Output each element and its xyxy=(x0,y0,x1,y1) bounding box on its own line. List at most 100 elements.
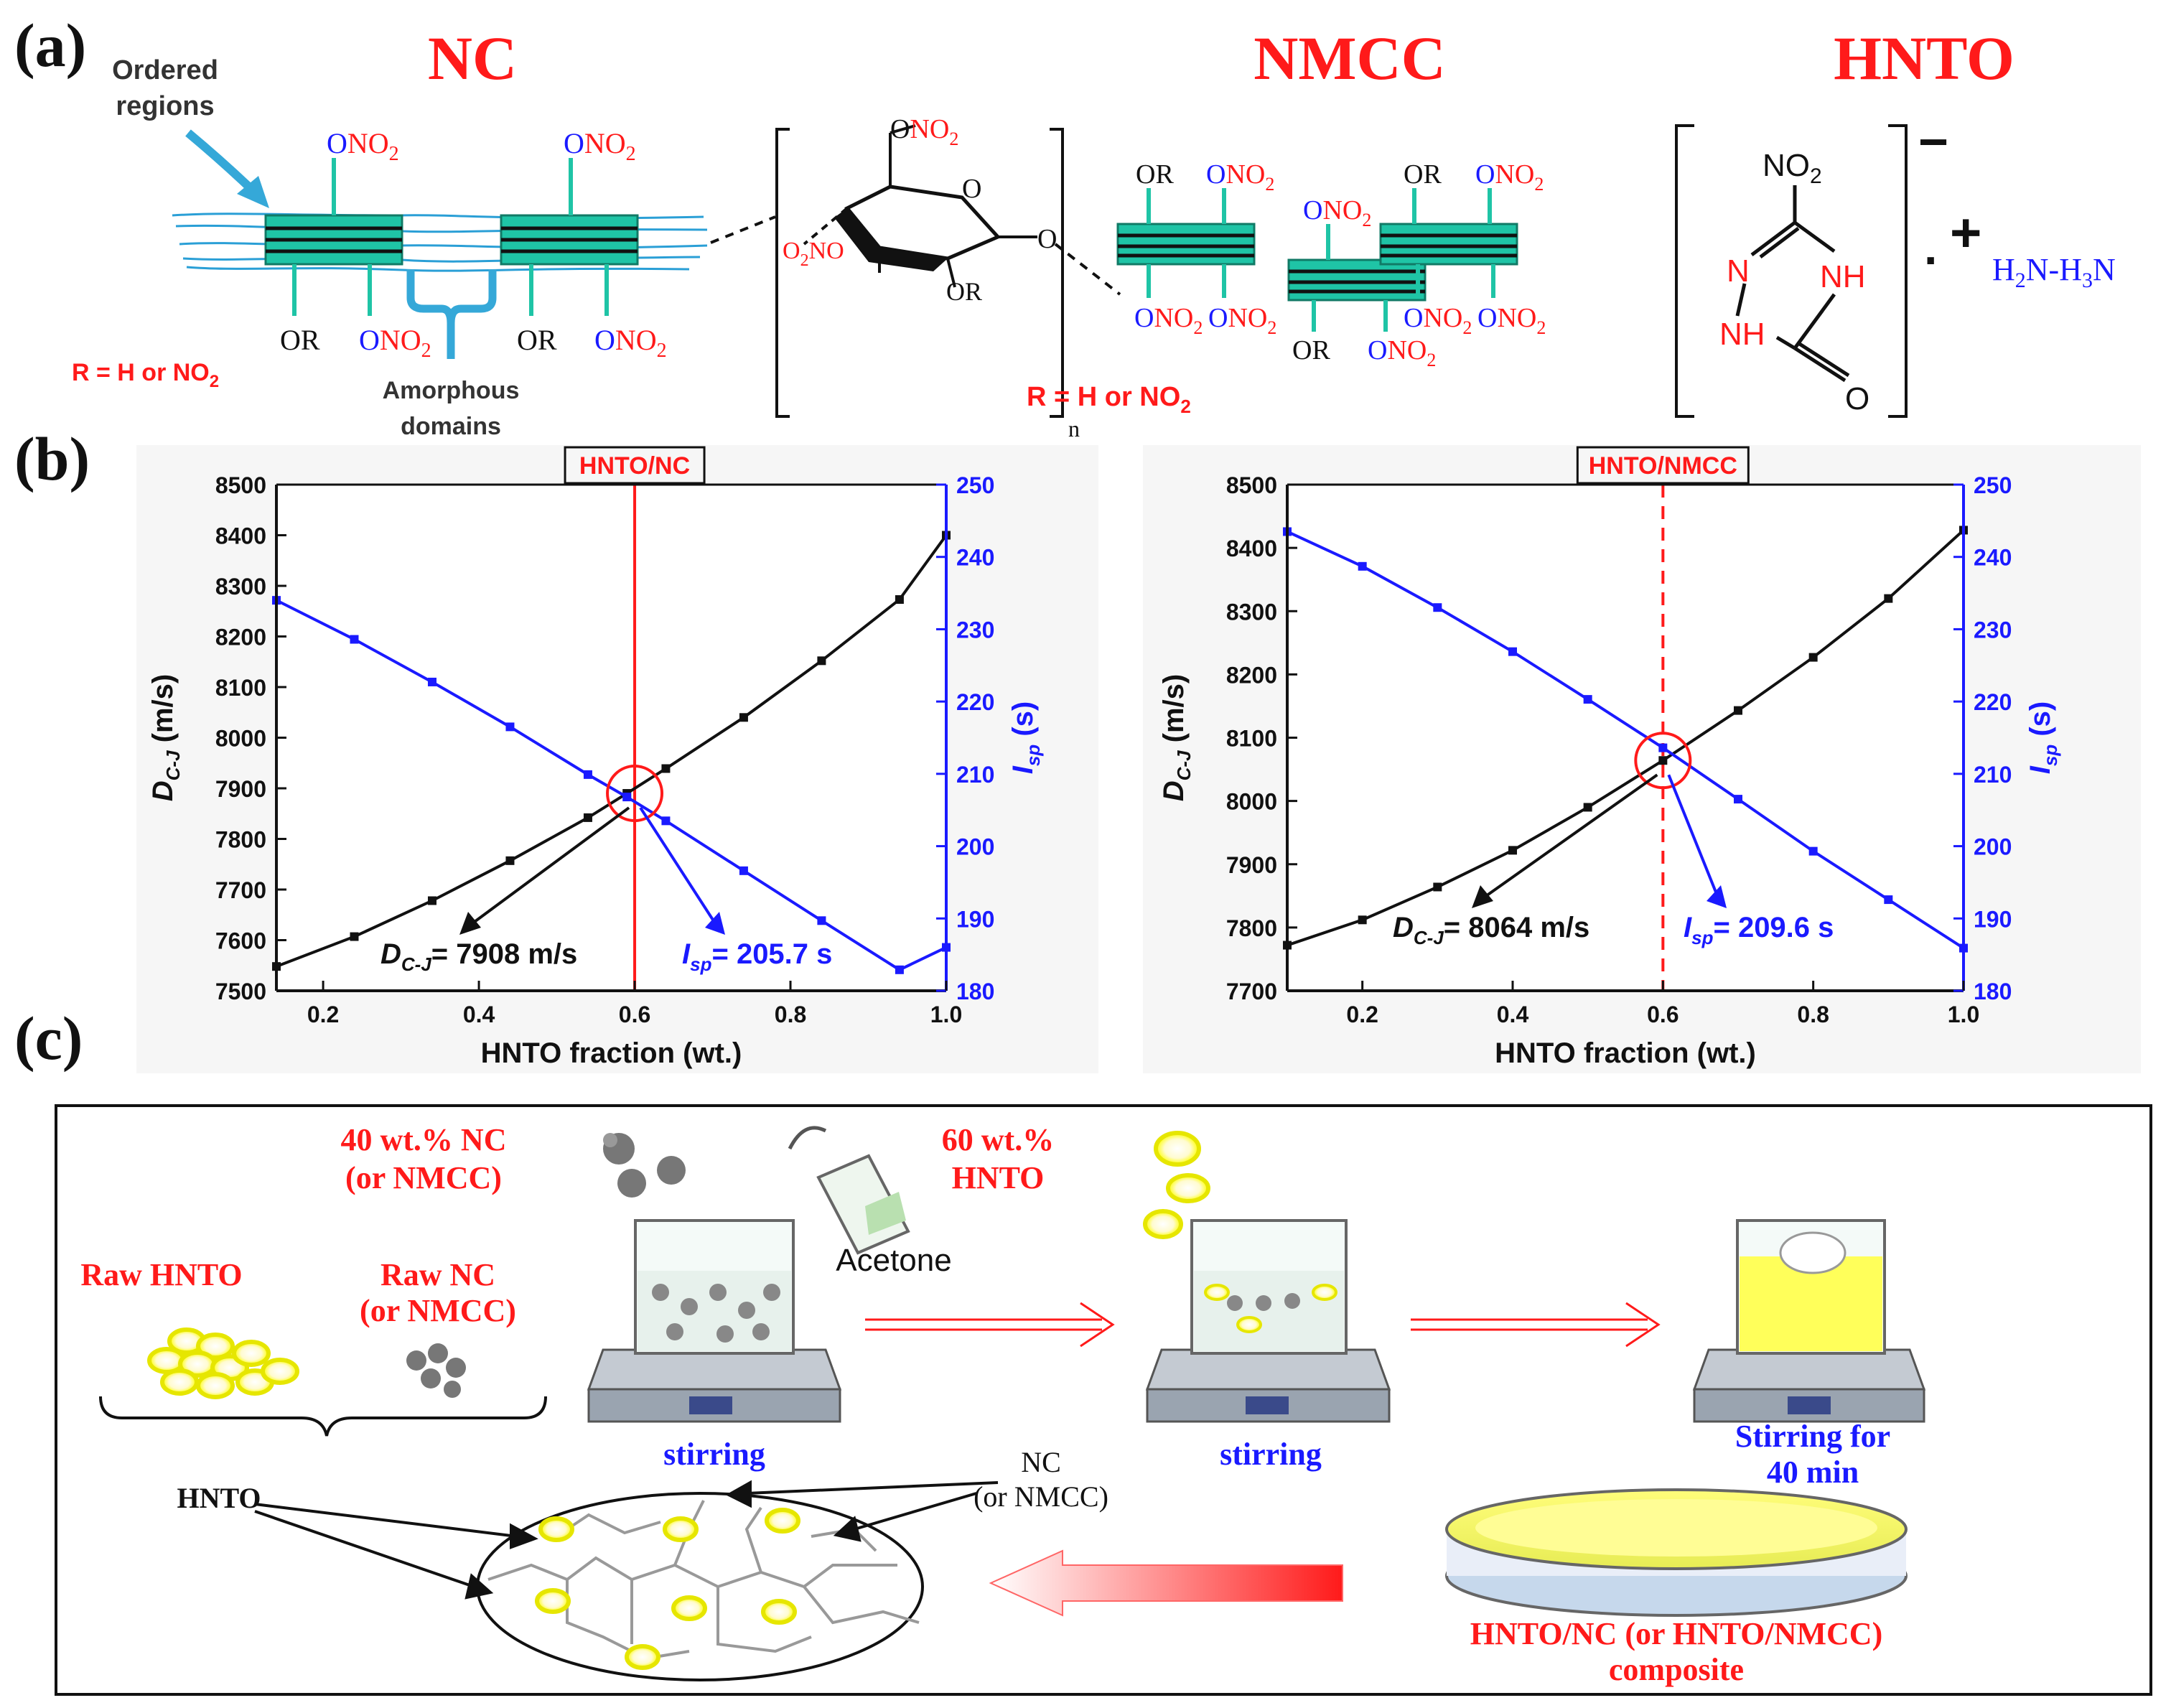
left-tick-label: 8400 xyxy=(1226,536,1277,561)
ordered-regions-arrowhead xyxy=(237,176,269,208)
dcj-annotation-arrow xyxy=(465,806,630,929)
right-tick-label: 250 xyxy=(956,472,994,498)
hnto-structure: HNTO − NO2 N NH NH O · + H2N-H3N xyxy=(1675,24,2116,418)
y-axis-label-left: DC-J (m/s) xyxy=(147,674,184,801)
dcj-point xyxy=(1358,915,1367,925)
svg-text:OR: OR xyxy=(1292,335,1330,365)
isp-point xyxy=(661,816,671,826)
y-axis-label-right: Isp (s) xyxy=(1007,701,1044,774)
isp-annotation-arrowhead xyxy=(705,912,725,935)
panel-c: (c) 40 wt.% NC (or NMCC) Acetone 60 wt.%… xyxy=(14,1004,2152,1696)
right-tick-label: 190 xyxy=(1974,906,2012,932)
x-axis-label: HNTO fraction (wt.) xyxy=(481,1037,742,1069)
right-tick-label: 200 xyxy=(1974,834,2012,860)
stirrer-3 xyxy=(1692,1219,1926,1423)
left-tick-label: 8000 xyxy=(1226,789,1277,815)
anion-charge: − xyxy=(1918,113,1948,171)
nc-block-1 xyxy=(264,214,403,266)
x-axis-label: HNTO fraction (wt.) xyxy=(1495,1037,1756,1069)
chart-title-box xyxy=(1576,446,1750,485)
x-tick-label: 0.8 xyxy=(775,1002,806,1027)
dcj-point xyxy=(350,932,359,941)
svg-text:ONO2: ONO2 xyxy=(1206,159,1274,195)
ordered-regions-arrow xyxy=(185,129,258,196)
process-arrow-1 xyxy=(865,1302,1115,1348)
panel-a-label: (a) xyxy=(14,11,86,80)
right-tick-label: 230 xyxy=(956,617,994,643)
svg-text:OR: OR xyxy=(1136,159,1174,190)
left-tick-label: 8300 xyxy=(1226,599,1277,625)
isp-annotation-arrow xyxy=(639,806,719,929)
amorphous-bracket xyxy=(406,269,497,359)
x-tick-label: 1.0 xyxy=(1948,1002,1979,1027)
isp-point xyxy=(1808,846,1818,856)
svg-text:ONO2: ONO2 xyxy=(1303,195,1371,230)
right-tick-label: 180 xyxy=(1974,979,2012,1004)
raw-hnto-pellets xyxy=(147,1327,299,1399)
isp-point xyxy=(583,770,592,779)
isp-point xyxy=(1433,603,1442,612)
svg-text:ONO2: ONO2 xyxy=(327,127,399,165)
left-tick-label: 8000 xyxy=(215,726,266,752)
amorphous-label-2: domains xyxy=(401,413,501,440)
isp-point xyxy=(1658,743,1668,752)
stirring-label-1: stirring xyxy=(663,1437,765,1472)
right-tick-label: 200 xyxy=(956,834,994,860)
intersection-circle xyxy=(1634,732,1692,790)
raw-materials-brace xyxy=(99,1396,547,1437)
nc-pointer-label-1: NC xyxy=(1021,1446,1061,1478)
nc-r-definition: R = H or NO2 xyxy=(72,359,219,391)
composite-label-2: composite xyxy=(1609,1652,1744,1687)
result-arrow xyxy=(989,1549,1343,1617)
right-tick-label: 230 xyxy=(1974,617,2012,643)
dcj-point xyxy=(1734,706,1742,715)
stirring-label-3b: 40 min xyxy=(1767,1455,1859,1490)
isp-point xyxy=(1884,895,1893,905)
left-tick-label: 8500 xyxy=(1226,472,1277,498)
nmcc-block-3 xyxy=(1379,223,1518,266)
hnto-o: O xyxy=(1845,381,1869,416)
left-tick-label: 7600 xyxy=(215,928,266,954)
isp-point xyxy=(350,635,359,644)
nc-structure: NC Ordered regions xyxy=(72,24,776,440)
svg-text:OR: OR xyxy=(1404,159,1442,190)
left-tick-label: 7900 xyxy=(215,776,266,802)
nmcc-title: NMCC xyxy=(1253,24,1446,93)
dcj-point xyxy=(1808,653,1818,662)
y-axis-label-left: DC-J (m/s) xyxy=(1158,674,1195,801)
svg-text:ONO2: ONO2 xyxy=(564,127,636,165)
dcj-point xyxy=(1884,594,1893,603)
left-tick-label: 7500 xyxy=(215,979,266,1004)
isp-point xyxy=(622,793,632,802)
glycosidic-oxygen: O xyxy=(1037,224,1057,254)
dcj-annotation: DC-J= 8064 m/s xyxy=(1393,912,1589,948)
cation-charge: + xyxy=(1950,202,1981,263)
isp-point xyxy=(427,677,436,686)
svg-text:ONO2: ONO2 xyxy=(1477,303,1546,338)
hnto-amount-label-1: 60 wt.% xyxy=(942,1122,1054,1157)
svg-text:ONO2: ONO2 xyxy=(359,324,431,362)
left-tick-label: 7800 xyxy=(215,827,266,853)
nc-flakes xyxy=(603,1133,686,1198)
hnto-n: N xyxy=(1727,253,1750,289)
ordered-regions-label-1: Ordered xyxy=(112,55,218,85)
acetone-label: Acetone xyxy=(836,1243,951,1278)
svg-text:ONO2: ONO2 xyxy=(1404,303,1472,338)
ring-oxygen: O xyxy=(962,174,981,204)
dcj-annotation-arrowhead xyxy=(459,912,481,935)
plot-area xyxy=(1287,485,1964,991)
right-tick-label: 190 xyxy=(956,906,994,932)
right-tick-label: 220 xyxy=(956,689,994,715)
hnto-no2: NO2 xyxy=(1763,148,1822,188)
salt-dot: · xyxy=(1924,233,1940,286)
stirring-label-2: stirring xyxy=(1220,1437,1322,1472)
dcj-point xyxy=(427,896,436,905)
nc-amount-label-1: 40 wt.% NC xyxy=(341,1122,507,1157)
chart-hnto-nc: 7500760077007800790080008100820083008400… xyxy=(147,446,1044,1069)
dcj-series-line xyxy=(1287,528,1965,947)
hnto-bracket-right xyxy=(1888,124,1908,418)
bracket-right xyxy=(1050,128,1064,418)
pointer-arrows xyxy=(254,1480,999,1600)
ordered-regions-label-2: regions xyxy=(116,91,214,121)
